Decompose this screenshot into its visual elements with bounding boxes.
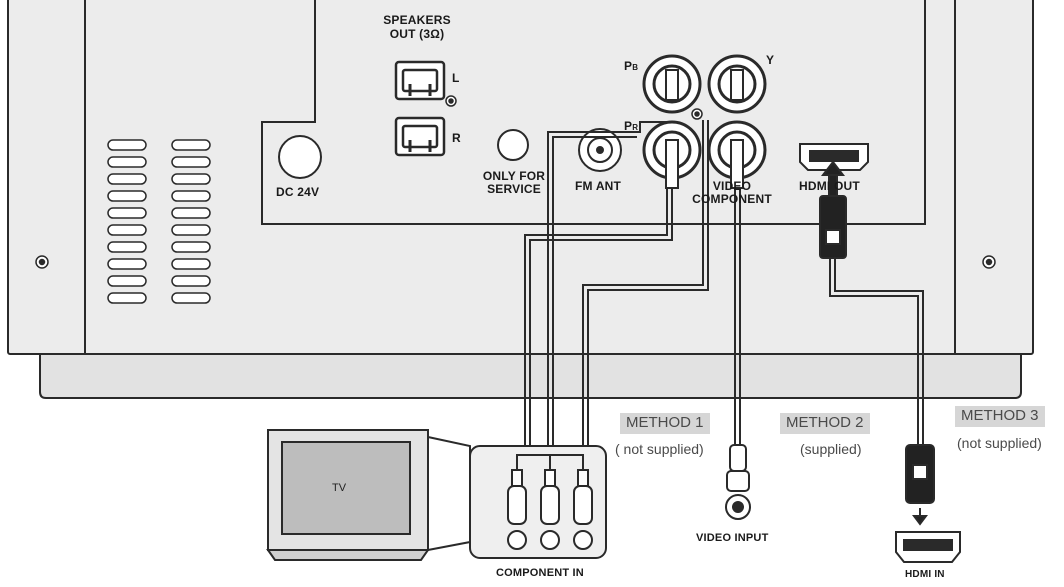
vent-slot — [107, 258, 147, 270]
tv-label: TV — [332, 482, 347, 494]
vent-grille — [107, 139, 211, 304]
fm-ant-label: FM ANT — [575, 179, 622, 193]
rca-plug — [665, 69, 679, 101]
jack-pb-letter: P — [624, 59, 633, 73]
component-cable — [524, 120, 709, 455]
vent-slot — [107, 224, 147, 236]
hdmi-in-port — [895, 531, 961, 563]
jack-pr-letter: P — [624, 119, 633, 133]
video-cable — [734, 188, 741, 445]
hdmi-in-label: HDMI IN — [905, 569, 945, 580]
vent-slot — [171, 156, 211, 168]
rca-plug — [665, 139, 679, 189]
jack-pb-sub: B — [632, 63, 639, 72]
service-label-line1: ONLY FOR — [482, 169, 546, 183]
connector-plate — [261, 0, 926, 225]
method-2-subtitle: (supplied) — [800, 441, 862, 457]
component-in-panel — [469, 445, 607, 559]
vent-slot — [171, 258, 211, 270]
hdmi-out-port — [799, 143, 869, 171]
method-3-subtitle: (not supplied) — [957, 435, 1042, 451]
hdmi-plug-tv-side — [905, 444, 935, 526]
speaker-r-label: R — [452, 131, 461, 145]
vent-slot — [107, 275, 147, 287]
jack-pb-label: PB — [624, 60, 638, 72]
service-port — [497, 129, 529, 161]
speakers-label-line1: SPEAKERS — [383, 13, 451, 27]
speaker-l-label: L — [452, 71, 460, 85]
method-1-title: METHOD 1 — [620, 413, 710, 434]
service-label: ONLY FOR SERVICE — [478, 170, 550, 195]
vent-slot — [171, 224, 211, 236]
service-label-line2: SERVICE — [487, 182, 541, 196]
speaker-terminal-left — [394, 60, 446, 101]
video-input-label: VIDEO INPUT — [696, 532, 769, 544]
speakers-out-label: SPEAKERS OUT (3Ω) — [382, 14, 452, 40]
vent-slot — [107, 190, 147, 202]
vent-slot — [107, 173, 147, 185]
jack-y-label: Y — [766, 53, 775, 67]
dc-jack — [278, 135, 322, 179]
rca-plug — [730, 69, 744, 101]
vent-slot — [107, 156, 147, 168]
vent-slot — [171, 139, 211, 151]
hdmi-cable — [829, 258, 924, 445]
jack-pr-label: PR — [624, 120, 638, 132]
component-plugs-tv-side — [507, 454, 593, 550]
rca-plug — [730, 139, 744, 189]
vent-slot — [107, 292, 147, 304]
video-component-label: VIDEO COMPONENT — [682, 180, 782, 205]
component-in-label: COMPONENT IN — [496, 567, 584, 579]
method-2-title: METHOD 2 — [780, 413, 870, 434]
vent-slot — [171, 207, 211, 219]
jack-pr-sub: R — [632, 123, 639, 132]
vent-slot — [171, 173, 211, 185]
method-1-subtitle: ( not supplied) — [615, 441, 704, 457]
screw-icon — [35, 95, 996, 269]
tv-illustration — [266, 429, 471, 561]
vent-slot — [107, 241, 147, 253]
video-label: VIDEO — [712, 179, 752, 193]
video-input-plug — [725, 444, 751, 520]
hdmi-plug-unit-side — [819, 160, 847, 259]
speaker-terminal-right — [394, 116, 446, 157]
method-3-title: METHOD 3 — [955, 406, 1045, 427]
vent-slot — [171, 275, 211, 287]
vent-slot — [171, 292, 211, 304]
unit-rear-panel — [7, 0, 1034, 399]
vent-slot — [171, 190, 211, 202]
fm-antenna-jack — [578, 128, 622, 172]
component-label: COMPONENT — [692, 192, 772, 206]
vent-slot — [107, 139, 147, 151]
speakers-label-line2: OUT (3Ω) — [389, 27, 445, 41]
vent-slot — [171, 241, 211, 253]
vent-slot — [107, 207, 147, 219]
hdmi-out-label: HDMI OUT — [799, 179, 860, 193]
dc-jack-label: DC 24V — [276, 185, 320, 199]
